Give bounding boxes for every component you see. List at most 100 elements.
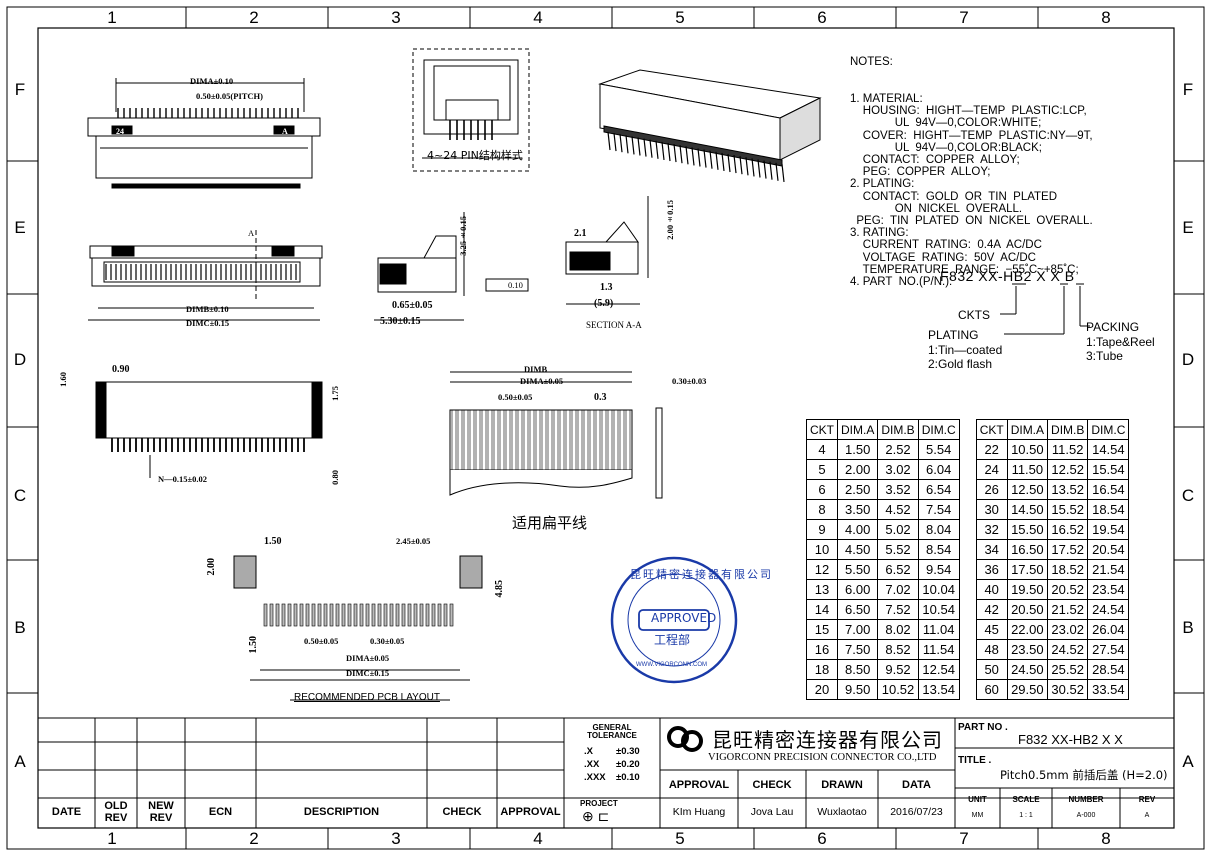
zone-row-label: B <box>1182 618 1194 637</box>
table-cell: 27.54 <box>1087 639 1130 660</box>
table-cell: 13.54 <box>917 679 960 700</box>
table-cell: 19.54 <box>1087 519 1130 540</box>
table-cell: 7.02 <box>877 579 919 600</box>
table-cell: 5.52 <box>877 539 919 560</box>
table-cell: 20.50 <box>1006 599 1049 620</box>
table-spacer <box>959 460 976 480</box>
part-code: F832 XX-HB2 X X B <box>940 268 1075 284</box>
cable-conductor <box>517 409 523 471</box>
cable-conductor <box>499 409 505 471</box>
table-cell: 42 <box>975 599 1008 620</box>
pin-line <box>685 146 689 165</box>
table-cell: 5 <box>806 459 838 480</box>
cable-conductor <box>607 409 613 471</box>
d21-dim: 2.1 <box>574 228 587 239</box>
cable-conductor <box>625 409 631 471</box>
table-cell: 13 <box>806 579 838 600</box>
table-cell: 24.52 <box>1047 639 1089 660</box>
pin-line <box>661 141 665 160</box>
d530-dim: 5.30±0.15 <box>380 316 421 327</box>
zone-column-label: 6 <box>817 8 827 27</box>
table-cell: 34 <box>975 539 1008 560</box>
table-cell: 12.50 <box>1006 479 1049 500</box>
meta-value-cell: MM <box>971 812 984 819</box>
rev-header-cell: OLD REV <box>104 800 128 824</box>
stamp-ring: 昆旺精密连接器有限公司 <box>630 568 773 581</box>
note-line: CURRENT RATING: 0.4A AC/DC <box>850 239 1042 252</box>
table-spacer <box>959 500 976 520</box>
cable-conductor <box>475 409 481 471</box>
table-cell: 28.54 <box>1087 659 1130 680</box>
projection-icon: ⊕ ⊏ <box>582 808 610 824</box>
table-cell: 14.50 <box>1006 499 1049 520</box>
table-spacer <box>959 620 976 640</box>
zone-column-label: 3 <box>391 8 401 27</box>
table-header-cell: DIM.B <box>877 419 919 440</box>
note-line: UL 94V—0,COLOR:WHITE; <box>850 117 1042 130</box>
pin-line <box>655 140 659 159</box>
pcb-pad <box>431 603 436 627</box>
table-cell: 9.54 <box>917 559 960 580</box>
pcb-pad <box>383 603 388 627</box>
pin-line <box>607 131 611 151</box>
sign-value-cell: Jova Lau <box>750 806 794 818</box>
cable-conductor <box>613 409 619 471</box>
table-spacer <box>959 600 976 620</box>
note-line: TEMPERATURE RANGE: −55˚C~+85˚C; <box>850 263 1079 276</box>
cable-conductor <box>463 409 469 471</box>
stamp-approved: APPROVED <box>651 611 717 625</box>
table-cell: 21.54 <box>1087 559 1130 580</box>
table-cell: 17.52 <box>1047 539 1089 560</box>
cable-conductor <box>595 409 601 471</box>
d150-dim: 1.50 <box>264 536 282 547</box>
table-cell: 40 <box>975 579 1008 600</box>
pcb-pad <box>347 603 352 627</box>
note-line: 2. PLATING: <box>850 178 915 191</box>
table-cell: 26.04 <box>1087 619 1130 640</box>
pcb-pad <box>443 603 448 627</box>
flat-cable-label: 适用扁平线 <box>512 514 588 532</box>
cable-conductor <box>583 409 589 471</box>
table-cell: 15.54 <box>1087 459 1130 480</box>
stamp-dept: 工程部 <box>654 633 691 647</box>
note-line: ON NICKEL OVERALL. <box>850 202 1023 215</box>
pcb-pad <box>335 603 340 627</box>
zone-row-label: C <box>13 486 27 505</box>
dima-pcb-dim: DIMA±0.05 <box>346 653 390 663</box>
zone-column-label: 1 <box>107 829 117 848</box>
meta-header-cell: SCALE <box>1012 795 1040 804</box>
table-cell: 50 <box>975 659 1008 680</box>
table-cell: 6.52 <box>877 559 919 580</box>
table-cell: 7.00 <box>836 619 879 640</box>
table-cell: 8.54 <box>917 539 960 560</box>
note-line: UL 94V—0,COLOR:BLACK; <box>850 141 1042 154</box>
front-view <box>88 230 323 321</box>
table-cell: 14.54 <box>1087 439 1130 460</box>
table-cell: 7.50 <box>836 639 879 660</box>
cable-conductor <box>547 409 553 471</box>
dimb-mid-dim: DIMB±0.10 <box>186 304 229 314</box>
table-cell: 16.50 <box>1006 539 1049 560</box>
table-cell: 16.52 <box>1047 519 1089 540</box>
dimc-mid-dim: DIMC±0.15 <box>186 318 230 328</box>
pin-style-label: 4~24 PIN结构样式 <box>427 149 523 162</box>
table-cell: 19.50 <box>1006 579 1049 600</box>
zone-row-label: E <box>14 218 26 237</box>
pin-line <box>703 149 707 168</box>
table-cell: 11.54 <box>917 639 960 660</box>
table-cell: 20 <box>806 679 838 700</box>
table-cell: 8.52 <box>877 639 919 660</box>
pcb-pad <box>419 603 424 627</box>
pcb-pad <box>317 603 322 627</box>
table-cell: 7.52 <box>877 599 919 620</box>
cable-conductor <box>577 409 583 471</box>
top-view <box>87 78 321 189</box>
zone-row-label: C <box>1181 486 1195 505</box>
tolerance-value: ±0.10 <box>616 772 640 783</box>
pcb-layout <box>233 555 483 701</box>
pcb-pad <box>353 603 358 627</box>
